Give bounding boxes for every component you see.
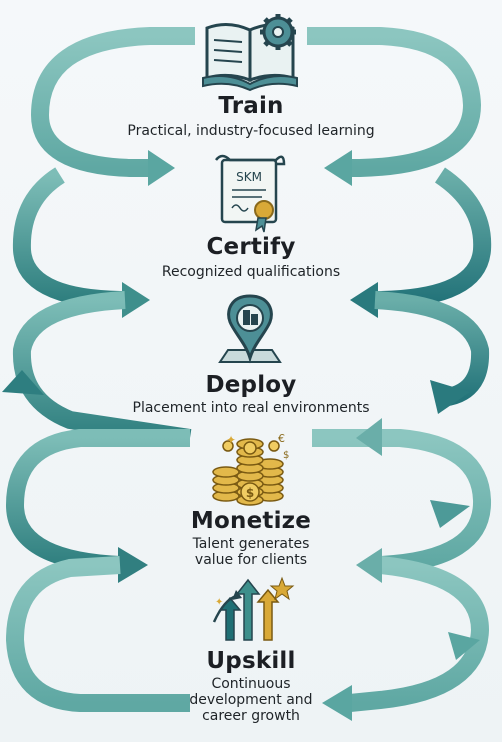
- dollar-icon: $: [283, 450, 289, 461]
- stage-desc-monetize: Talent generates value for clients: [192, 536, 310, 568]
- stage-title-monetize: Monetize: [190, 508, 312, 534]
- arrow-band-left-5: [5, 556, 190, 712]
- euro-icon: €: [278, 432, 285, 445]
- arrowhead-right-6: [356, 548, 382, 583]
- arrow-band-left-1: [30, 27, 195, 177]
- certificate-icon: SKM: [215, 154, 286, 233]
- stage-desc-deploy: Placement into real environments: [132, 400, 370, 416]
- arrow-band-right-4: [312, 429, 491, 574]
- arrow-band-right-5: [349, 556, 490, 712]
- stage-desc-train: Practical, industry-focused learning: [127, 123, 375, 139]
- arrowhead-right-7: [322, 685, 352, 721]
- arrowhead-left-3: [2, 370, 44, 395]
- arrowhead-right-5: [430, 500, 470, 528]
- arrowhead-left-1: [148, 150, 175, 186]
- arrow-band-left-3: [12, 291, 192, 447]
- arrowhead-right-8: [448, 632, 480, 660]
- stage-title-train: Train: [218, 93, 284, 119]
- arrowhead-right-2: [350, 282, 378, 318]
- arrowhead-left-4: [118, 547, 148, 583]
- arrow-band-left-4: [5, 429, 190, 574]
- stage-title-certify: Certify: [206, 234, 296, 260]
- svg-text:✦: ✦: [215, 597, 223, 608]
- stage-title-upskill: Upskill: [206, 648, 296, 674]
- sparkle-icon: ✦: [226, 433, 236, 447]
- arrowhead-right-4: [356, 418, 382, 456]
- map-pin-building-icon: [218, 294, 282, 364]
- coin-stacks-icon: $: [212, 438, 284, 506]
- arrowhead-right-1: [324, 150, 352, 186]
- stage-title-deploy: Deploy: [205, 372, 297, 398]
- arrow-band-right-1: [307, 27, 482, 177]
- stage-desc-upskill: Continuous development and career growth: [189, 676, 313, 724]
- arrowhead-right-3: [430, 380, 470, 414]
- book-gear-icon: [202, 14, 298, 92]
- certificate-text: SKM: [236, 170, 262, 184]
- arrowhead-left-2: [122, 282, 150, 318]
- svg-text:$: $: [246, 486, 254, 500]
- growth-arrows-icon: ✦: [212, 576, 295, 641]
- stage-desc-certify: Recognized qualifications: [161, 264, 341, 280]
